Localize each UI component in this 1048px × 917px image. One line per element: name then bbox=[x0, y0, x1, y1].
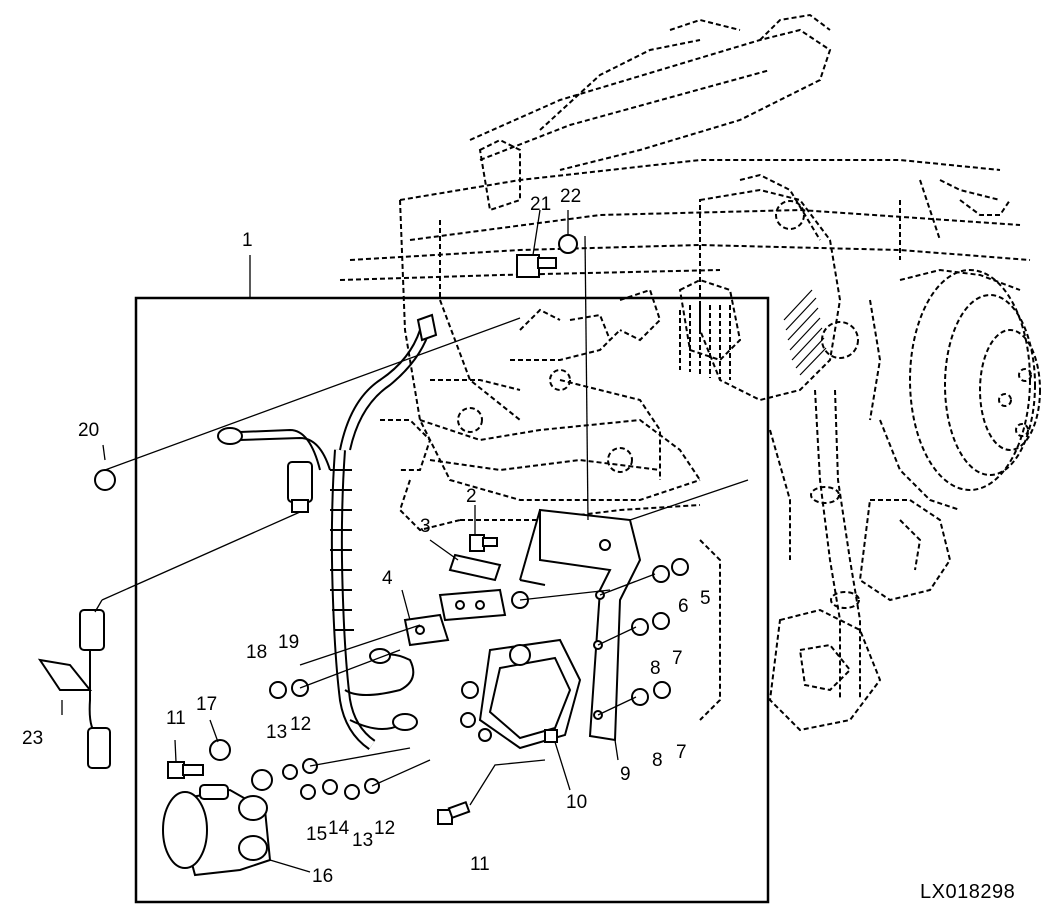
callout-2: 2 bbox=[466, 486, 477, 507]
callout-8: 8 bbox=[650, 658, 661, 679]
callout-14: 14 bbox=[328, 818, 350, 839]
alarm-buzzer bbox=[162, 784, 272, 877]
connector-block bbox=[403, 588, 507, 647]
callout-9: 9 bbox=[620, 764, 631, 785]
fuse bbox=[448, 553, 502, 582]
callout-23: 23 bbox=[22, 728, 43, 749]
callout-3: 3 bbox=[420, 516, 431, 537]
inset-box bbox=[134, 296, 770, 904]
callout-4: 4 bbox=[382, 568, 393, 589]
callout-7b: 7 bbox=[676, 742, 687, 763]
callout-6: 6 bbox=[678, 596, 689, 617]
callout-12: 12 bbox=[290, 714, 311, 735]
figure-id: LX018298 bbox=[920, 881, 1015, 903]
starter-solenoid bbox=[460, 638, 582, 750]
callout-11b: 11 bbox=[470, 854, 490, 875]
callout-8b: 8 bbox=[652, 750, 663, 771]
hatched-region bbox=[783, 289, 827, 376]
leader-lines bbox=[61, 209, 749, 873]
callout-11: 11 bbox=[166, 708, 186, 729]
callout-18: 18 bbox=[246, 642, 267, 663]
callout-10: 10 bbox=[566, 792, 587, 813]
callout-19: 19 bbox=[278, 632, 299, 653]
wiring-harness bbox=[217, 313, 438, 750]
callout-21: 21 bbox=[530, 194, 551, 215]
callout-20: 20 bbox=[78, 420, 99, 441]
callout-17: 17 bbox=[196, 694, 217, 715]
callout-12b: 12 bbox=[374, 818, 395, 839]
engine-phantom-outline bbox=[339, 13, 1041, 732]
callout-15: 15 bbox=[306, 824, 327, 845]
callout-22: 22 bbox=[560, 186, 581, 207]
callout-13b: 13 bbox=[352, 830, 373, 851]
callout-13: 13 bbox=[266, 722, 287, 743]
callout-5: 5 bbox=[700, 588, 711, 609]
sensor-connector bbox=[37, 609, 111, 769]
callout-labels: 1 22 21 20 2 3 4 5 6 7 8 7 8 18 19 23 11… bbox=[22, 186, 711, 887]
callout-7: 7 bbox=[672, 648, 683, 669]
callout-16: 16 bbox=[312, 866, 333, 887]
callout-1: 1 bbox=[242, 230, 253, 251]
